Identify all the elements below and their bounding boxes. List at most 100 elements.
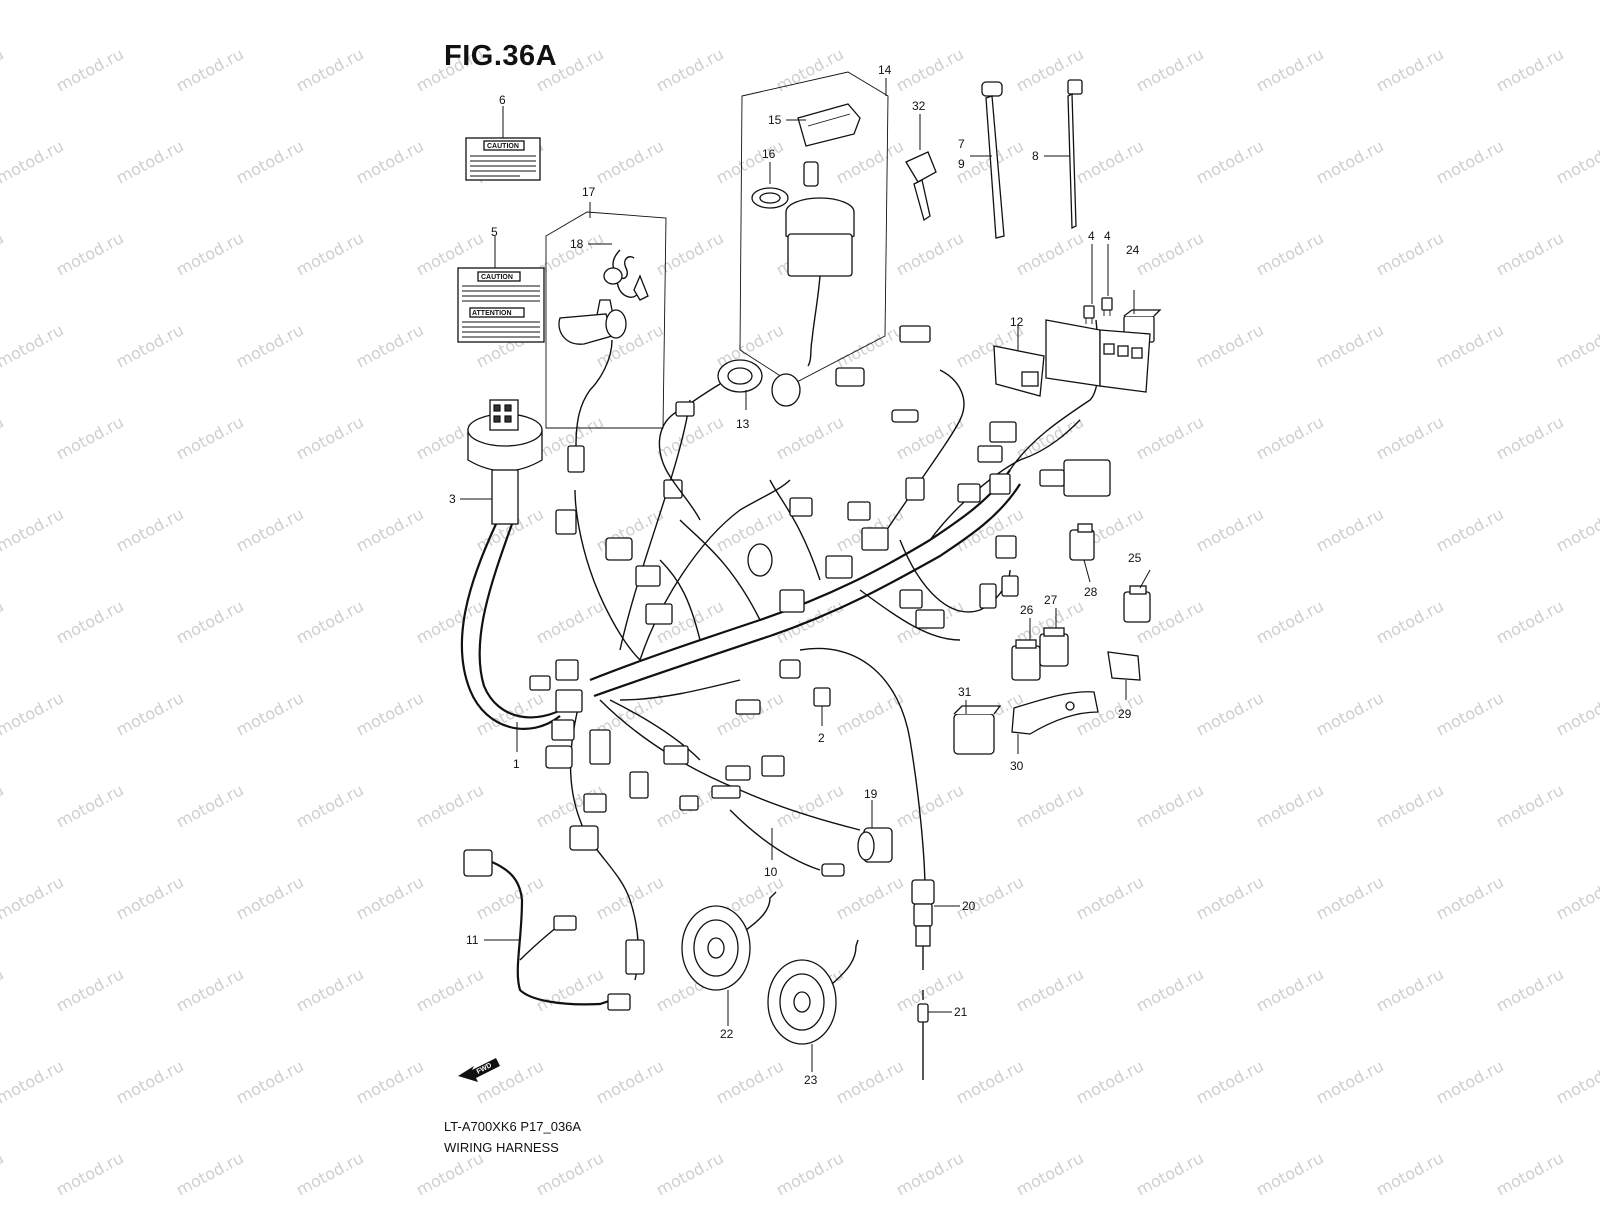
connector-2 — [813, 687, 831, 707]
watermark-text: motod.ru — [953, 1056, 1027, 1107]
watermark-text: motod.ru — [293, 228, 367, 279]
watermark-text: motod.ru — [233, 504, 307, 555]
watermark-text: motod.ru — [0, 1148, 7, 1199]
watermark-text: motod.ru — [53, 596, 127, 647]
watermark-text: motod.ru — [413, 596, 487, 647]
watermark-text: motod.ru — [0, 320, 67, 371]
watermark-text: motod.ru — [1193, 872, 1267, 923]
callout-22: 22 — [720, 1027, 734, 1041]
cable-tie-8 — [1067, 79, 1083, 230]
watermark-text: motod.ru — [1313, 0, 1387, 4]
watermark-text: motod.ru — [1133, 228, 1207, 279]
forward-arrow-icon: FWD — [458, 1058, 500, 1082]
callout-29: 29 — [1118, 707, 1132, 721]
watermark-text: motod.ru — [1433, 504, 1507, 555]
sub-harness-11 — [463, 849, 631, 1011]
watermark-text: motod.ru — [833, 872, 907, 923]
watermark-text: motod.ru — [0, 596, 7, 647]
svg-text:ATTENTION: ATTENTION — [472, 310, 512, 317]
watermark-text: motod.ru — [293, 412, 367, 463]
clip-21 — [917, 990, 929, 1080]
watermark-text: motod.ru — [293, 1148, 367, 1199]
callout-16: 16 — [762, 147, 776, 161]
callout-30: 30 — [1010, 759, 1024, 773]
watermark-text: motod.ru — [233, 688, 307, 739]
watermark-text: motod.ru — [353, 872, 427, 923]
watermark-text: motod.ru — [113, 0, 187, 4]
kit-box-17 — [545, 211, 667, 429]
figure-title: FIG.36A — [444, 40, 558, 72]
caution-attention-label-5: CAUTION ATTENTION — [457, 267, 545, 343]
callout-9: 9 — [958, 157, 965, 171]
watermark-text: motod.ru — [0, 1056, 67, 1107]
watermark-text: motod.ru — [353, 136, 427, 187]
callout-27: 27 — [1044, 593, 1058, 607]
watermark-text: motod.ru — [1013, 780, 1087, 831]
watermark-text: motod.ru — [1133, 964, 1207, 1015]
watermark-text: motod.ru — [1073, 872, 1147, 923]
callout-32: 32 — [912, 99, 926, 113]
watermark-text: motod.ru — [0, 136, 67, 187]
watermark-text: motod.ru — [473, 1056, 547, 1107]
watermark-text: motod.ru — [1253, 44, 1327, 95]
watermark-text: motod.ru — [713, 504, 787, 555]
fuse-box — [1045, 319, 1151, 393]
svg-text:CAUTION: CAUTION — [487, 143, 519, 150]
watermark-text: motod.ru — [1433, 320, 1507, 371]
watermark-text: motod.ru — [173, 412, 247, 463]
watermark-text: motod.ru — [173, 228, 247, 279]
watermark-text: motod.ru — [593, 0, 667, 4]
bracket-29 — [1107, 651, 1141, 681]
wire-lead-10 — [729, 809, 845, 877]
callout-10: 10 — [764, 865, 778, 879]
watermark-text: motod.ru — [353, 1056, 427, 1107]
watermark-text: motod.ru — [713, 0, 787, 4]
watermark-text: motod.ru — [113, 320, 187, 371]
watermark-text: motod.ru — [1073, 1056, 1147, 1107]
watermark-text: motod.ru — [533, 1148, 607, 1199]
watermark-text: motod.ru — [1493, 596, 1567, 647]
callout-7: 7 — [958, 137, 965, 151]
watermark-text: motod.ru — [1493, 1148, 1567, 1199]
fuse-4b — [1101, 297, 1113, 316]
watermark-text: motod.ru — [1493, 228, 1567, 279]
callout-6: 6 — [499, 93, 506, 107]
watermark-text: motod.ru — [1433, 872, 1507, 923]
watermark-text: motod.ru — [353, 504, 427, 555]
watermark-text: motod.ru — [233, 320, 307, 371]
watermark-text: motod.ru — [653, 228, 727, 279]
watermark-text: motod.ru — [233, 136, 307, 187]
watermark-text: motod.ru — [1553, 1056, 1600, 1107]
watermark-text: motod.ru — [713, 1056, 787, 1107]
watermark-text: motod.ru — [293, 780, 367, 831]
caution-label-6: CAUTION — [465, 137, 541, 181]
watermark-text: motod.ru — [233, 1056, 307, 1107]
figure-code: LT-A700XK6 P17_036A — [444, 1119, 582, 1134]
watermark-text: motod.ru — [1373, 412, 1447, 463]
horn-22 — [681, 891, 777, 991]
watermark-text: motod.ru — [293, 964, 367, 1015]
watermark-text: motod.ru — [1553, 136, 1600, 187]
callout-5: 5 — [491, 225, 498, 239]
watermark-text: motod.ru — [1073, 0, 1147, 4]
watermark-text: motod.ru — [173, 780, 247, 831]
watermark-text: motod.ru — [1253, 964, 1327, 1015]
watermark-text: motod.ru — [1013, 412, 1087, 463]
watermark-text: motod.ru — [1313, 320, 1387, 371]
leader-lines — [460, 78, 1151, 1072]
callout-2: 2 — [818, 731, 825, 745]
watermark-text: motod.ru — [0, 44, 7, 95]
grommet-connector-3 — [467, 399, 543, 525]
watermark-text: motod.ru — [173, 1148, 247, 1199]
watermark-text: motod.ru — [1013, 964, 1087, 1015]
watermark-text: motod.ru — [353, 320, 427, 371]
callout-8: 8 — [1032, 149, 1039, 163]
watermark-text: motod.ru — [1133, 412, 1207, 463]
watermark-text: motod.ru — [833, 136, 907, 187]
key-32 — [905, 151, 937, 222]
watermark-text: motod.ru — [1133, 44, 1207, 95]
watermark-text: motod.ru — [833, 1056, 907, 1107]
watermark-text: motod.ru — [53, 964, 127, 1015]
watermark-text: motod.ru — [233, 872, 307, 923]
callout-28: 28 — [1084, 585, 1098, 599]
